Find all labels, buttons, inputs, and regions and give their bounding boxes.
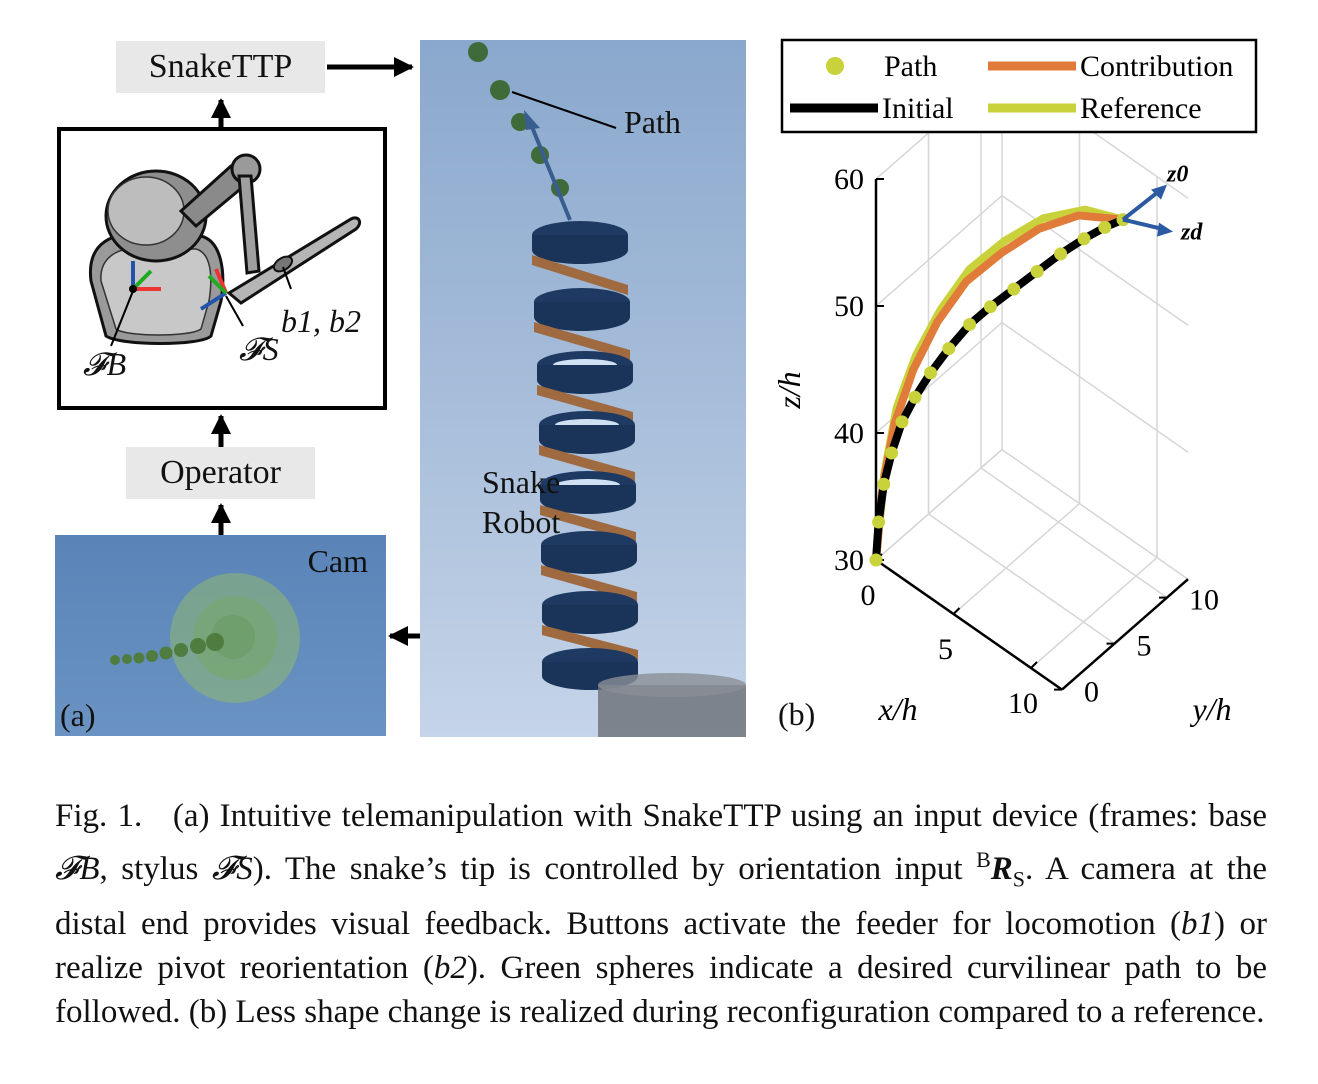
operator-box: Operator — [126, 447, 315, 499]
figure-caption: Fig. 1. (a) Intuitive telemanipulation w… — [55, 794, 1267, 1034]
frame-base-label: 𝓕B — [83, 346, 127, 382]
legend-marker-path — [826, 57, 844, 75]
panel-b-chart: 30 40 50 60 0 5 10 0 5 10 z/h x/h y/h z0 zd Path Contrib… — [760, 30, 1280, 750]
snake-robot-illustration — [468, 42, 746, 737]
series-path-marker — [877, 477, 891, 491]
series-path-marker — [885, 446, 899, 460]
caption-b1: b1 — [1181, 905, 1215, 942]
operator-label: Operator — [160, 454, 281, 491]
series-path-marker — [895, 415, 909, 429]
x-tick — [952, 607, 961, 615]
z-tick-label: 50 — [834, 290, 864, 323]
snake-robot-render: Path Snake Robot — [420, 40, 746, 737]
y-tick-label: 5 — [1137, 630, 1152, 663]
z-tick-label: 30 — [834, 544, 864, 577]
x-tick — [1030, 661, 1038, 669]
camera-path-spheres — [110, 573, 300, 703]
series-path-marker — [983, 300, 997, 314]
series-path-marker — [908, 390, 922, 404]
grid-line-y-floor — [980, 467, 1168, 599]
series-path-marker — [1098, 220, 1112, 234]
caption-frame-base: 𝓕B — [55, 851, 100, 887]
panel-b-letter: (b) — [778, 696, 816, 732]
z-tick-label: 40 — [834, 417, 864, 450]
caption-part2: , stylus — [99, 851, 212, 887]
grid-line-x-floor — [953, 503, 1080, 615]
caption-rot-symbol: R — [990, 851, 1013, 887]
grid-line-y-floor — [928, 513, 1115, 645]
grid-line-z — [875, 448, 1189, 580]
caption-part4: . A camera at the distal end provides vi… — [55, 851, 1267, 942]
camera-view: Cam (a) — [55, 535, 386, 736]
snakettp-label: SnakeTTP — [148, 48, 293, 85]
series-path-marker — [1007, 282, 1021, 296]
z0-arrowhead — [1151, 184, 1167, 200]
haptic-device-illustration — [89, 153, 362, 347]
input-device-panel: 𝓕B 𝓕S b1, b2 — [57, 127, 387, 410]
series-path-marker — [872, 515, 886, 529]
frame-stylus-label: 𝓕S — [239, 331, 279, 367]
x-tick-label: 10 — [1008, 687, 1038, 720]
legend-box — [780, 38, 1258, 134]
y-axis-line — [1061, 578, 1189, 691]
snake-robot-label-line2: Robot — [482, 504, 561, 540]
zd-arrowhead — [1157, 222, 1173, 237]
legend-label-reference: Reference — [1080, 92, 1202, 125]
series-path-marker — [942, 342, 956, 356]
x-tick-label: 0 — [861, 579, 876, 612]
caption-rot-sup: B — [976, 847, 991, 872]
caption-fig-label: Fig. 1. — [55, 798, 143, 834]
snake-robot-label-line1: Snake — [482, 464, 561, 500]
legend-label-initial: Initial — [882, 92, 954, 125]
caption-part6: ). Green spheres indicate a desired curv… — [55, 949, 1267, 1030]
caption-b2: b2 — [433, 949, 467, 986]
path-label: Path — [624, 104, 681, 140]
z0-arrow — [1121, 188, 1163, 222]
y-tick-label: 10 — [1189, 584, 1219, 617]
x-axis-label: x/h — [877, 691, 917, 727]
series-path-marker — [869, 553, 883, 567]
caption-part1: (a) Intuitive telemanipulation with Snak… — [172, 798, 1267, 834]
y-tick-label: 0 — [1084, 676, 1099, 709]
block-arrows — [211, 57, 420, 646]
caption-part3: ). The snake’s tip is controlled by orie… — [252, 851, 977, 887]
cam-label: Cam — [307, 543, 368, 579]
chart-svg: 30 40 50 60 0 5 10 0 5 10 z/h x/h y/h z0 zd Path Contrib… — [771, 38, 1258, 727]
series-path-marker — [1077, 232, 1091, 246]
caption-rot-sub: S — [1012, 866, 1026, 892]
buttons-label: b1, b2 — [281, 303, 361, 339]
z-tick-label: 60 — [834, 163, 864, 196]
z0-label: z0 — [1166, 162, 1188, 188]
zd-label: zd — [1180, 220, 1203, 246]
panel-a-letter: (a) — [60, 697, 96, 733]
legend-label-contribution: Contribution — [1080, 50, 1233, 83]
series-path-marker — [924, 366, 938, 380]
snakettp-box: SnakeTTP — [116, 41, 325, 93]
z-axis-label: z/h — [771, 371, 807, 409]
grid-line-z — [875, 194, 1189, 326]
series-path-marker — [963, 317, 977, 331]
x-axis-line — [875, 558, 1063, 691]
y-axis-label: y/h — [1189, 691, 1231, 727]
series-path-marker — [1054, 247, 1068, 261]
caption-frame-stylus: 𝓕S — [211, 851, 253, 887]
zd-arrow — [1122, 217, 1166, 232]
series-initial-line — [872, 215, 1127, 564]
legend-label-path: Path — [884, 50, 937, 83]
caption-part5: ) or realize pivot reorientation ( — [55, 905, 1268, 986]
x-tick-label: 5 — [938, 633, 953, 666]
series-path-marker — [1030, 264, 1044, 278]
